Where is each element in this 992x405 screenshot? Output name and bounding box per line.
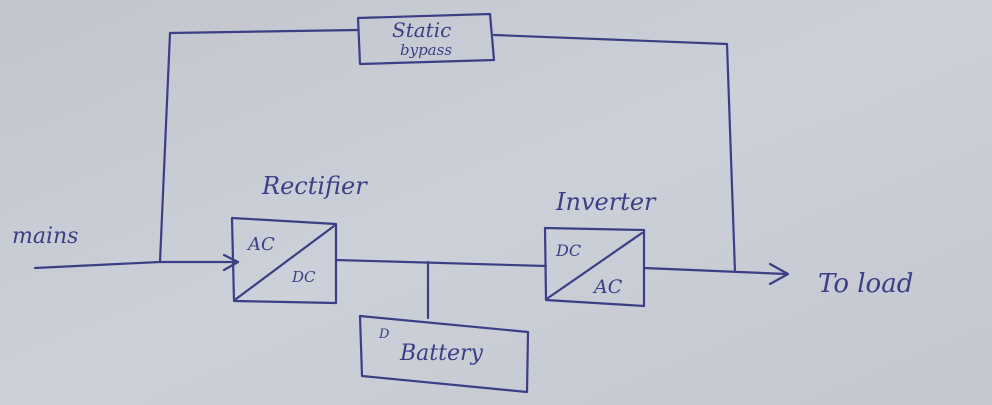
mains-arrowhead [222, 253, 240, 272]
battery-block: D Battery [358, 314, 530, 394]
battery-box [358, 314, 530, 394]
rectifier-block: Rectifier AC DC [230, 172, 368, 305]
static-bypass-block: Static bypass [356, 12, 496, 66]
bypass-wire-left [158, 28, 360, 264]
inverter-ac-label: AC [592, 276, 623, 298]
battery-marker: D [378, 327, 390, 342]
inverter-diagonal [546, 231, 644, 300]
output-arrowhead [768, 262, 790, 286]
mains-wire [33, 260, 240, 270]
output-wire [642, 266, 788, 276]
inverter-dc-label: DC [555, 241, 581, 260]
bypass-wire-right [492, 33, 737, 274]
rectifier-label: Rectifier [261, 172, 368, 200]
inverter-box [543, 226, 646, 308]
inverter-label: Inverter [555, 188, 657, 216]
static-bypass-box [356, 12, 496, 66]
rectifier-dc-label: DC [291, 268, 316, 286]
static-bypass-label-line2: bypass [400, 41, 452, 59]
mains-label: mains [12, 224, 78, 249]
inverter-block: Inverter DC AC [543, 188, 657, 308]
to-load-label: To load [818, 269, 913, 299]
dc-link-wire [334, 258, 548, 268]
rectifier-ac-label: AC [246, 234, 275, 255]
battery-label: Battery [399, 341, 484, 366]
static-bypass-label-line1: Static [392, 18, 451, 42]
rectifier-diagonal [234, 224, 336, 301]
rectifier-box [230, 216, 338, 305]
